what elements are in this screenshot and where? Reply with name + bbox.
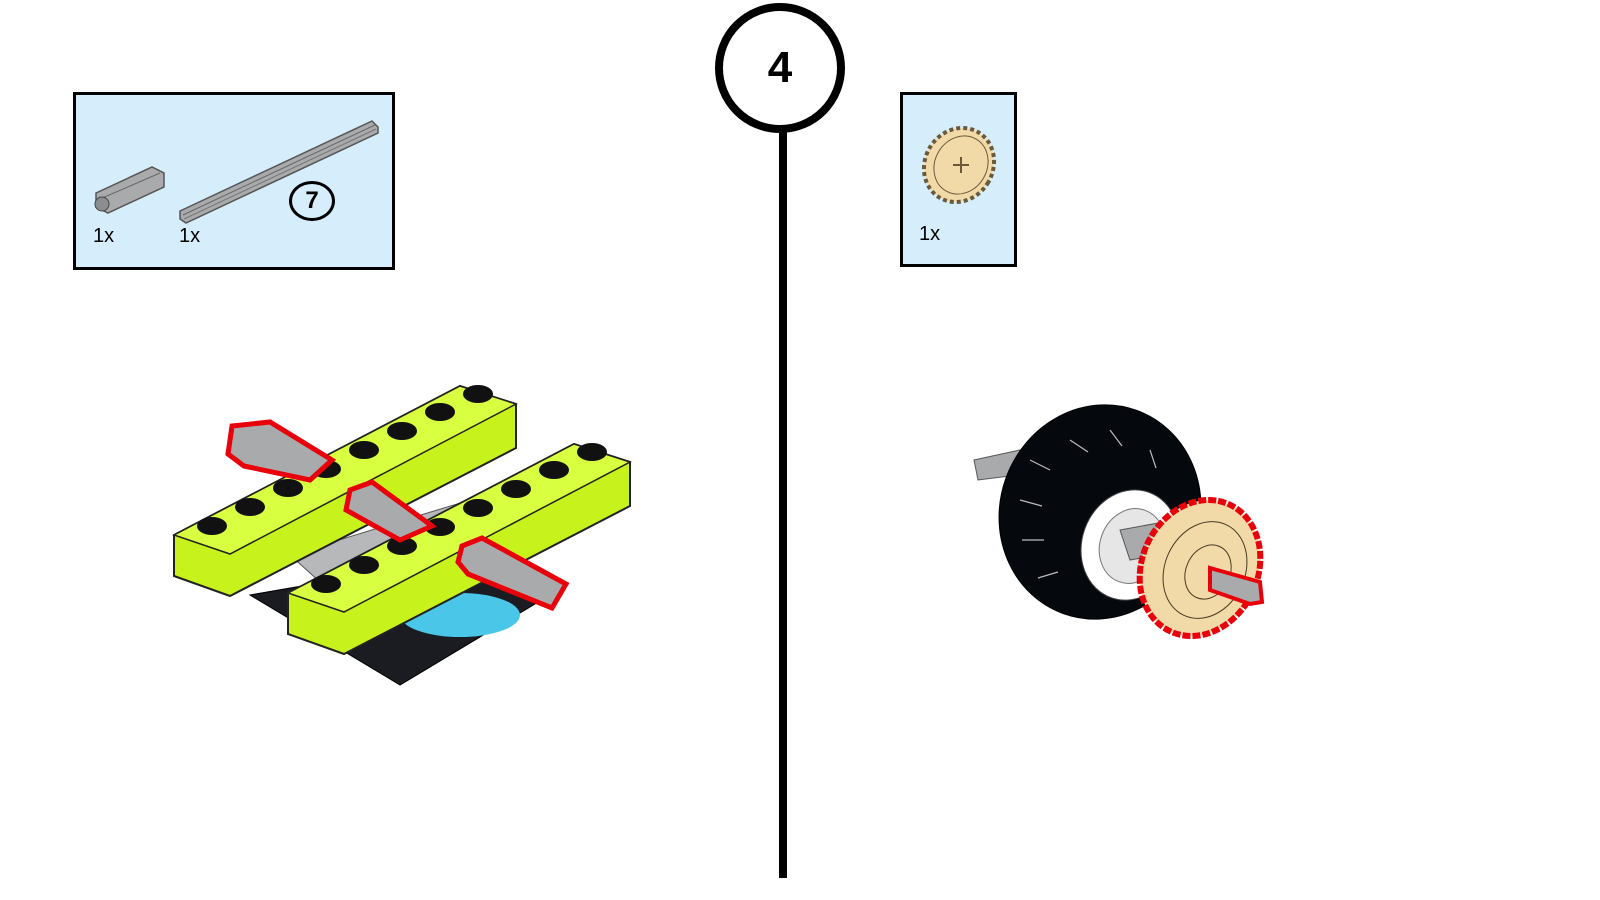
axle-connector-icon <box>94 166 165 214</box>
step-number: 4 <box>715 3 845 133</box>
axle-length-badge: 7 <box>289 181 335 221</box>
part-qty: 1x <box>93 225 115 247</box>
parts-list-left: 7 1x 1x <box>73 92 395 270</box>
brick-assembly-illustration <box>172 384 632 686</box>
step-divider <box>779 130 787 878</box>
gear-icon <box>921 125 997 205</box>
parts-list-right: 1x <box>900 92 1017 267</box>
part-qty: 1x <box>179 225 201 247</box>
axle-icon <box>179 120 379 224</box>
wheel-gear-illustration <box>973 404 1265 640</box>
part-qty: 1x <box>919 223 941 245</box>
